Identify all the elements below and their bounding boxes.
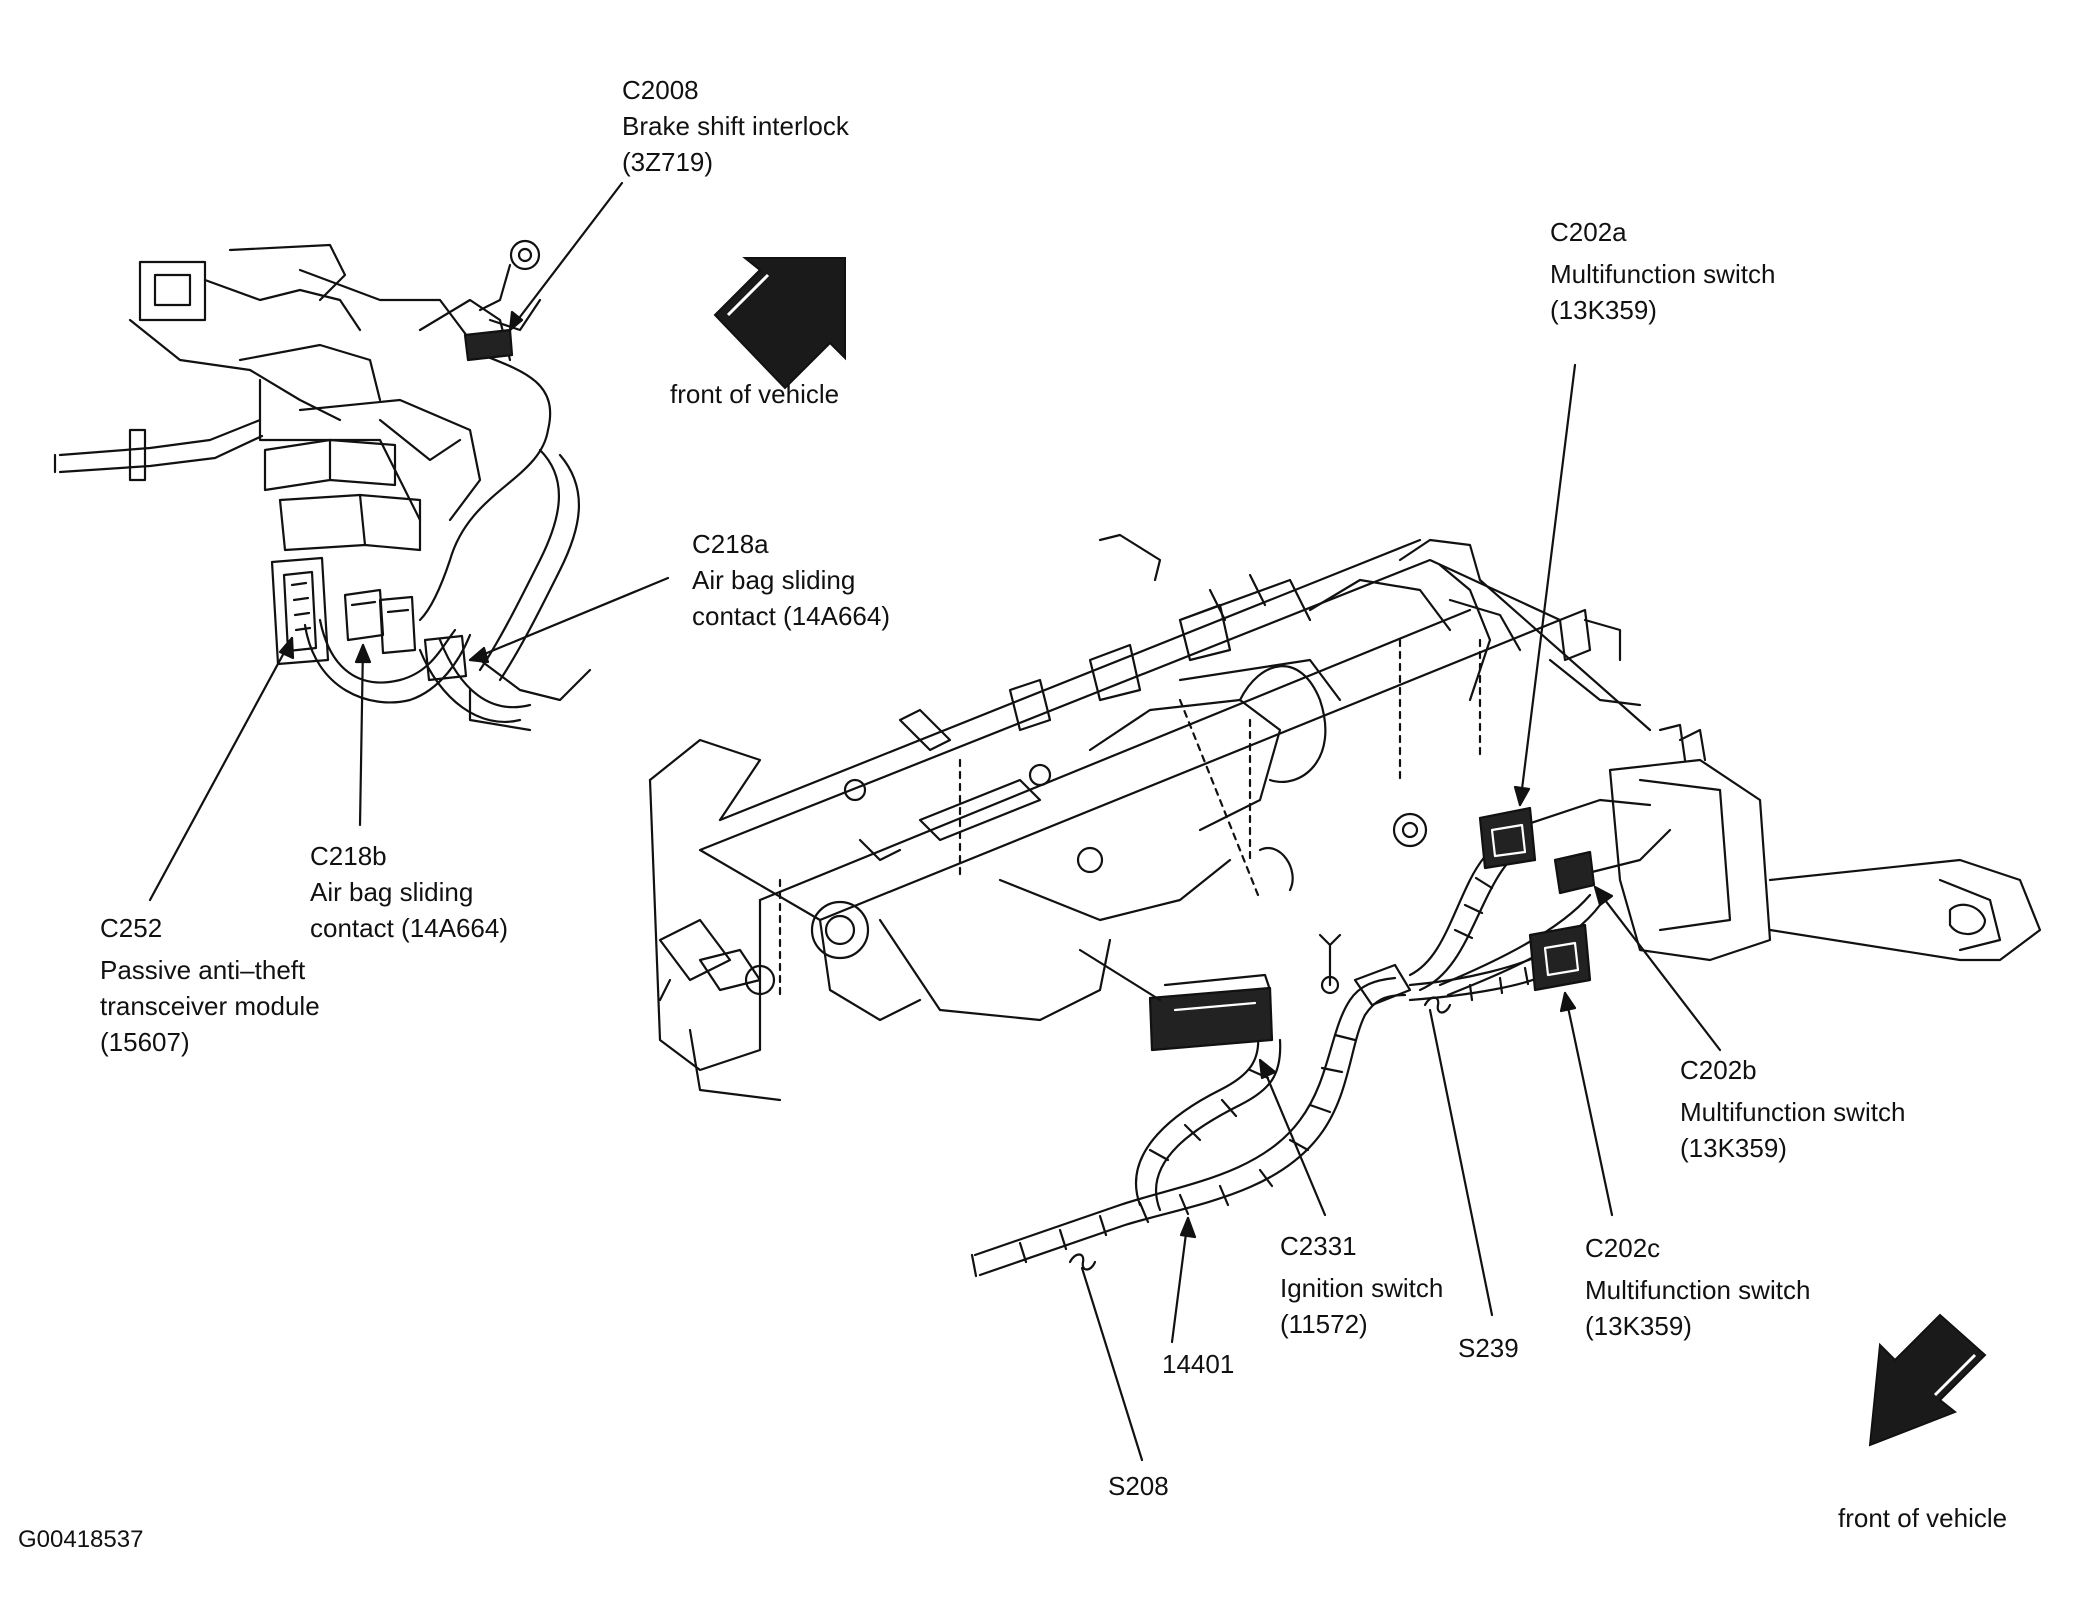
c2331-name: Ignition switch (1280, 1273, 1444, 1303)
label-s239: S239 (1458, 1330, 1519, 1366)
front-of-vehicle-top-text: front of vehicle (670, 379, 840, 409)
c2008-part: (3Z719) (622, 147, 714, 177)
label-s208: S208 (1108, 1468, 1169, 1504)
c218b-name2: contact (14A664) (310, 913, 509, 943)
front-of-vehicle-bottom-text: front of vehicle (1838, 1503, 2008, 1533)
label-c202b: C202b Multifunction switch (13K359) (1680, 1052, 1905, 1166)
c252-id: C252 (100, 913, 163, 943)
front-arrow-top-icon (713, 257, 846, 390)
label-c218b: C218b Air bag sliding contact (14A664) (310, 838, 508, 946)
label-front-of-vehicle-bottom: front of vehicle (1838, 1500, 2007, 1536)
c202b-id: C202b (1680, 1055, 1757, 1085)
c218a-name: Air bag sliding (692, 565, 856, 595)
label-c218a: C218a Air bag sliding contact (14A664) (692, 526, 890, 634)
c202c-id: C202c (1585, 1233, 1661, 1263)
c218b-connector (343, 588, 417, 655)
leader-lines (148, 181, 1722, 1462)
c202a-id: C202a (1550, 217, 1627, 247)
upper-column-assembly (53, 239, 592, 732)
c218b-id: C218b (310, 841, 387, 871)
c2331-part: (11572) (1280, 1309, 1368, 1339)
figure-id-text: G00418537 (18, 1526, 144, 1553)
c218b-name: Air bag sliding (310, 877, 474, 907)
c218a-id: C218a (692, 529, 769, 559)
label-front-of-vehicle-top: front of vehicle (670, 376, 839, 412)
label-c202c: C202c Multifunction switch (13K359) (1585, 1230, 1810, 1344)
s239-text: S239 (1458, 1333, 1519, 1363)
c202c-part: (13K359) (1585, 1311, 1692, 1341)
c2008-id: C2008 (622, 75, 699, 105)
harness-14401-text: 14401 (1162, 1349, 1235, 1379)
c2008-connector (463, 328, 514, 362)
label-c252: C252 Passive anti–theft transceiver modu… (100, 910, 320, 1060)
figure-id: G00418537 (18, 1522, 143, 1558)
c202b-name: Multifunction switch (1680, 1097, 1906, 1127)
c202c-connector (1528, 923, 1592, 992)
s208-text: S208 (1108, 1471, 1169, 1501)
front-arrow-bottom-icon (1868, 1313, 1987, 1447)
label-c202a: C202a Multifunction switch (13K359) (1550, 214, 1775, 328)
c218a-name2: contact (14A664) (692, 601, 891, 631)
harness-14401 (970, 798, 1672, 1278)
c202a-connector (1478, 806, 1537, 870)
c2331-connector (1148, 973, 1274, 1052)
label-c2331: C2331 Ignition switch (11572) (1280, 1228, 1443, 1342)
c202c-name: Multifunction switch (1585, 1275, 1811, 1305)
c252-name: Passive anti–theft (100, 955, 306, 985)
c218a-connector (423, 634, 468, 682)
c252-connector (270, 556, 330, 666)
lower-column-assembly (648, 533, 2042, 1102)
c202b-part: (13K359) (1680, 1133, 1787, 1163)
c202a-name: Multifunction switch (1550, 259, 1776, 289)
c202a-part: (13K359) (1550, 295, 1657, 325)
c252-part: (15607) (100, 1027, 190, 1057)
label-c2008: C2008 Brake shift interlock (3Z719) (622, 72, 849, 180)
c2331-id: C2331 (1280, 1231, 1357, 1261)
c2008-name: Brake shift interlock (622, 111, 849, 141)
c202b-connector (1553, 850, 1596, 895)
label-harness-14401: 14401 (1162, 1346, 1234, 1382)
c252-name2: transceiver module (100, 991, 320, 1021)
